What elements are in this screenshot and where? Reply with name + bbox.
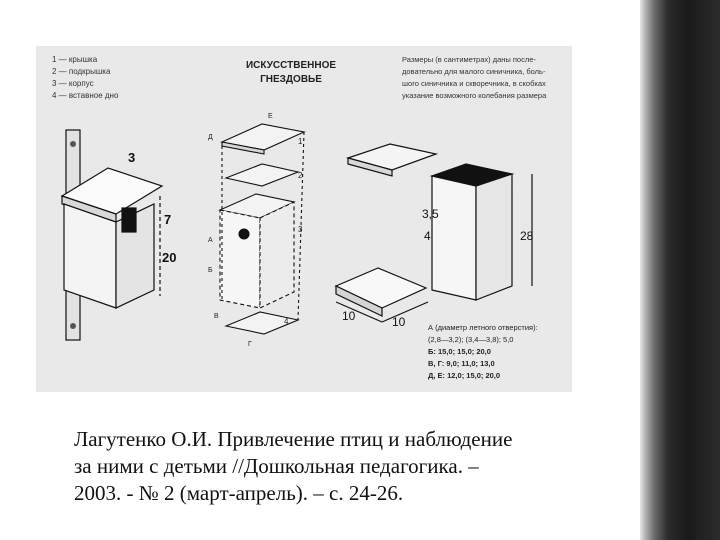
lid-edge [221, 141, 265, 155]
dimension-label: 3,5 [422, 207, 439, 221]
caption-line: Лагутенко О.И. Привлечение птиц и наблюд… [74, 427, 513, 451]
dimension-line [335, 301, 383, 323]
birdhouse-figure: 1 — крышка 2 — подкрышка 3 — корпус 4 — … [36, 46, 572, 392]
exploded-sublid [224, 163, 300, 187]
size-note-line: указание возможного колебания размера [402, 91, 547, 100]
letter-label: Б [208, 267, 213, 274]
part-number: 3 [298, 225, 303, 234]
letter-label: Е [268, 113, 273, 120]
spec-line: В, Г: 9,0; 11,0; 13,0 [428, 359, 495, 368]
parts-legend: 1 — крышка 2 — подкрышка 3 — корпус 4 — … [52, 55, 119, 100]
entrance-hole [121, 207, 137, 233]
dimension-label: 28 [520, 229, 534, 243]
size-note-line: довательно для малого синичника, боль- [402, 67, 546, 76]
body-side [219, 209, 261, 309]
body-entrance-hole [238, 228, 250, 240]
figure-title-line: ГНЕЗДОВЬЕ [260, 74, 322, 85]
spec-line: Д, Е: 12,0; 15,0; 20,0 [428, 371, 500, 380]
detail-body-front [475, 173, 513, 301]
mount-hole [70, 141, 76, 147]
guide-line [297, 131, 305, 321]
detail-lid-edge [347, 157, 393, 177]
exploded-view [218, 123, 306, 335]
letter-label: В [214, 313, 219, 320]
decorative-edge-bar [640, 0, 720, 540]
birdhouse-side-wall [63, 203, 117, 309]
size-note-line: Размеры (в сантиметрах) даны после- [402, 55, 536, 64]
detail-bottom-edge [335, 285, 383, 317]
caption-line: за ними с детьми //Дошкольная педагогика… [74, 454, 479, 478]
citation-caption: Лагутенко О.И. Привлечение птиц и наблюд… [74, 426, 614, 507]
detail-bottom [334, 267, 428, 309]
legend-item: 1 — крышка [52, 55, 98, 64]
dimension-label: 3 [128, 150, 135, 165]
exploded-letters: Д Е А Б В Г [208, 113, 273, 348]
assembled-birdhouse-dimensions: 3 7 20 [128, 150, 176, 265]
detailed-birdhouse-dimensions: 3,5 4 28 10 10 [342, 207, 534, 329]
figure-title-line: ИСКУССТВЕННОЕ [246, 60, 336, 71]
assembled-birdhouse [60, 129, 164, 341]
spec-line: А (диаметр летного отверстия): [428, 323, 538, 332]
size-note: Размеры (в сантиметрах) даны после- дова… [402, 55, 547, 100]
spec-line: Б: 15,0; 15,0; 20,0 [428, 347, 491, 356]
legend-item: 4 — вставное дно [52, 91, 119, 100]
legend-item: 3 — корпус [52, 79, 94, 88]
detail-body-side [431, 175, 477, 301]
dimension-label: 10 [342, 309, 356, 323]
caption-line: 2003. - № 2 (март-апрель). – с. 24-26. [74, 481, 404, 505]
size-note-line: шого синичника и скворечника, в скобках [402, 79, 546, 88]
spec-list: А (диаметр летного отверстия): (2,8—3,2)… [428, 323, 538, 380]
part-number: 1 [298, 137, 303, 146]
dimension-label: 20 [162, 250, 176, 265]
legend-item: 2 — подкрышка [52, 67, 111, 76]
letter-label: А [208, 237, 213, 244]
detailed-birdhouse [334, 143, 533, 323]
figure-title: ИСКУССТВЕННОЕ ГНЕЗДОВЬЕ [246, 60, 336, 85]
letter-label: Д [208, 134, 213, 141]
dimension-label: 10 [392, 315, 406, 329]
body-front [259, 201, 295, 309]
dimension-label: 4 [424, 229, 431, 243]
dimension-line [381, 301, 429, 323]
spec-line: (2,8—3,2); (3,4—3,8); 5,0 [428, 335, 513, 344]
part-number: 4 [284, 317, 289, 326]
dimension-label: 7 [164, 212, 171, 227]
exploded-part-numbers: 1 2 3 4 [284, 137, 303, 326]
birdhouse-diagram: 1 — крышка 2 — подкрышка 3 — корпус 4 — … [52, 55, 547, 380]
part-number: 2 [298, 171, 303, 180]
letter-label: Г [248, 341, 252, 348]
mount-hole [70, 323, 76, 329]
